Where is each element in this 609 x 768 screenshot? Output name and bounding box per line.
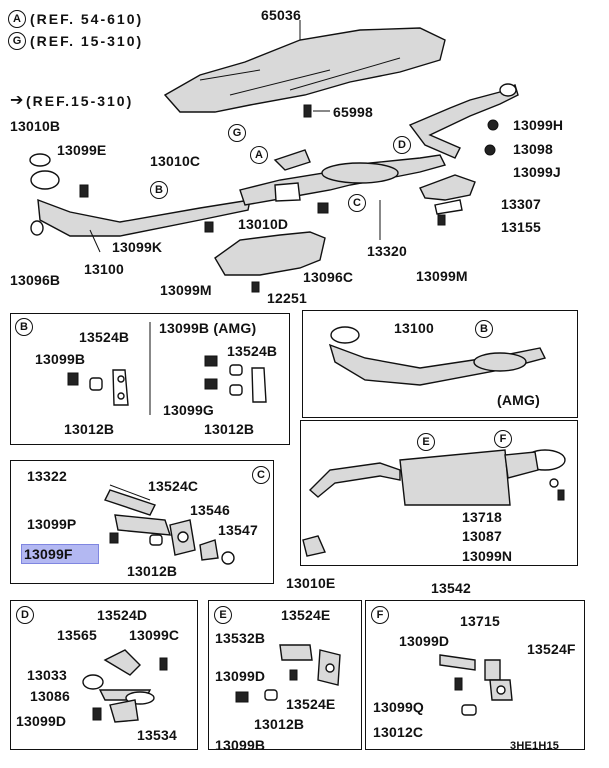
panel-muffler-13718[interactable]: 13718: [462, 509, 502, 525]
panel-d-circle: D: [16, 606, 34, 624]
part-12251[interactable]: 12251: [267, 290, 307, 306]
panel-b-circle: B: [15, 318, 33, 336]
part-13542[interactable]: 13542: [431, 580, 471, 596]
panel-amg: [302, 310, 578, 418]
panel-f-13012c[interactable]: 13012C: [373, 724, 424, 740]
part-13098[interactable]: 13098: [513, 141, 553, 157]
panel-b-right-title[interactable]: 13099B (AMG): [159, 320, 257, 336]
panel-e-13524e-2[interactable]: 13524E: [286, 696, 336, 712]
panel-d-13033[interactable]: 13033: [27, 667, 67, 683]
panel-d-13565[interactable]: 13565: [57, 627, 97, 643]
panel-b-right-13012b[interactable]: 13012B: [204, 421, 255, 437]
panel-c-13099f-highlighted[interactable]: 13099F: [21, 544, 99, 564]
panel-d-13534[interactable]: 13534: [137, 727, 177, 743]
part-13096b[interactable]: 13096B: [10, 272, 61, 288]
panel-d-13524d[interactable]: 13524D: [97, 607, 148, 623]
ref-a-text: (REF. 54-610): [30, 11, 144, 27]
panel-muffler: [300, 420, 578, 566]
panel-e-13524e[interactable]: 13524E: [281, 607, 331, 623]
panel-f: [365, 600, 585, 750]
part-13010d[interactable]: 13010D: [238, 216, 289, 232]
panel-c-circle: C: [252, 466, 270, 484]
part-13099e[interactable]: 13099E: [57, 142, 107, 158]
panel-e-13099b[interactable]: 13099B: [215, 737, 266, 753]
panel-d-13086[interactable]: 13086: [30, 688, 70, 704]
callout-g: G: [228, 124, 246, 142]
ref-a-circle: A: [8, 10, 26, 28]
panel-f-13524f[interactable]: 13524F: [527, 641, 576, 657]
callout-c: C: [348, 194, 366, 212]
part-13010b[interactable]: 13010B: [10, 118, 61, 134]
panel-amg-13100[interactable]: 13100: [394, 320, 434, 336]
part-13100[interactable]: 13100: [84, 261, 124, 277]
part-13010c[interactable]: 13010C: [150, 153, 201, 169]
panel-e: [208, 600, 362, 750]
panel-e-circle: E: [214, 606, 232, 624]
callout-e: E: [417, 433, 435, 451]
panel-f-circle: F: [371, 606, 389, 624]
part-65998[interactable]: 65998: [333, 104, 373, 120]
panel-d-13099c[interactable]: 13099C: [129, 627, 180, 643]
callout-a: A: [250, 146, 268, 164]
part-65036[interactable]: 65036: [261, 7, 301, 23]
panel-b: [10, 313, 290, 445]
heat-shield-65036-shape: [163, 27, 446, 113]
panel-b-left-13012b[interactable]: 13012B: [64, 421, 115, 437]
ref-g-circle: G: [8, 32, 26, 50]
part-13099j[interactable]: 13099J: [513, 164, 561, 180]
part-13099m-left[interactable]: 13099M: [160, 282, 212, 298]
panel-b-left-13524b[interactable]: 13524B: [79, 329, 130, 345]
panel-c-13012b[interactable]: 13012B: [127, 563, 178, 579]
panel-f-13099d[interactable]: 13099D: [399, 633, 450, 649]
part-13155[interactable]: 13155: [501, 219, 541, 235]
ref-arrow-icon: ➔: [10, 92, 24, 109]
panel-c-13322[interactable]: 13322: [27, 468, 67, 484]
panel-e-13012b[interactable]: 13012B: [254, 716, 305, 732]
panel-amg-circle: B: [475, 320, 493, 338]
panel-c: [10, 460, 274, 584]
callout-f: F: [494, 430, 512, 448]
panel-b-right-13524b[interactable]: 13524B: [227, 343, 278, 359]
panel-d-13099d[interactable]: 13099D: [16, 713, 67, 729]
panel-b-right-13099g[interactable]: 13099G: [163, 402, 215, 418]
panel-c-13547[interactable]: 13547: [218, 522, 258, 538]
panel-c-13099p[interactable]: 13099P: [27, 516, 77, 532]
panel-muffler-13087[interactable]: 13087: [462, 528, 502, 544]
panel-e-13099d[interactable]: 13099D: [215, 668, 266, 684]
callout-b: B: [150, 181, 168, 199]
part-13099h[interactable]: 13099H: [513, 117, 564, 133]
part-13099k[interactable]: 13099K: [112, 239, 163, 255]
panel-e-13532b[interactable]: 13532B: [215, 630, 266, 646]
panel-d: [10, 600, 198, 750]
panel-f-13715[interactable]: 13715: [460, 613, 500, 629]
panel-c-13524c[interactable]: 13524C: [148, 478, 199, 494]
callout-d: D: [393, 136, 411, 154]
panel-muffler-13099n[interactable]: 13099N: [462, 548, 513, 564]
ref-g-text: (REF. 15-310): [30, 33, 144, 49]
part-13320[interactable]: 13320: [367, 243, 407, 259]
part-13096c[interactable]: 13096C: [303, 269, 354, 285]
panel-c-13546[interactable]: 13546: [190, 502, 230, 518]
panel-b-left-13099b[interactable]: 13099B: [35, 351, 86, 367]
part-13010e[interactable]: 13010E: [286, 575, 336, 591]
figure-code: 3HE1H15: [510, 740, 560, 752]
part-13307[interactable]: 13307: [501, 196, 541, 212]
part-13099m-top[interactable]: 13099M: [416, 268, 468, 284]
panel-amg-note: (AMG): [497, 392, 540, 408]
ref-arrow-text: (REF.15-310): [26, 93, 134, 109]
panel-f-13099q[interactable]: 13099Q: [373, 699, 425, 715]
